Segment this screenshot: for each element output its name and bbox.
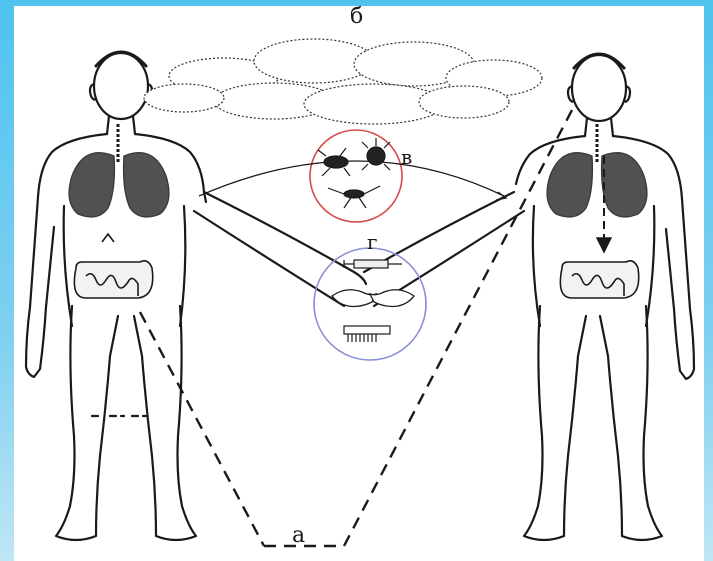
label-b: б <box>350 6 363 28</box>
intestine-icon <box>560 261 638 298</box>
cloud-icon <box>144 39 542 124</box>
diagram-panel: б в г а <box>14 6 704 561</box>
transmission-path-a <box>140 110 572 546</box>
vector-circle <box>199 130 506 222</box>
label-a: а <box>292 525 305 547</box>
contact-circle <box>314 248 426 360</box>
label-v: в <box>401 147 412 167</box>
syringe-icon <box>344 260 402 268</box>
transmission-diagram <box>14 6 704 561</box>
insects-icon <box>318 138 390 208</box>
comb-icon <box>344 326 390 342</box>
lungs-icon <box>547 124 647 252</box>
intestine-icon <box>74 234 152 298</box>
label-g: г <box>367 232 377 252</box>
hands-icon <box>332 290 414 307</box>
